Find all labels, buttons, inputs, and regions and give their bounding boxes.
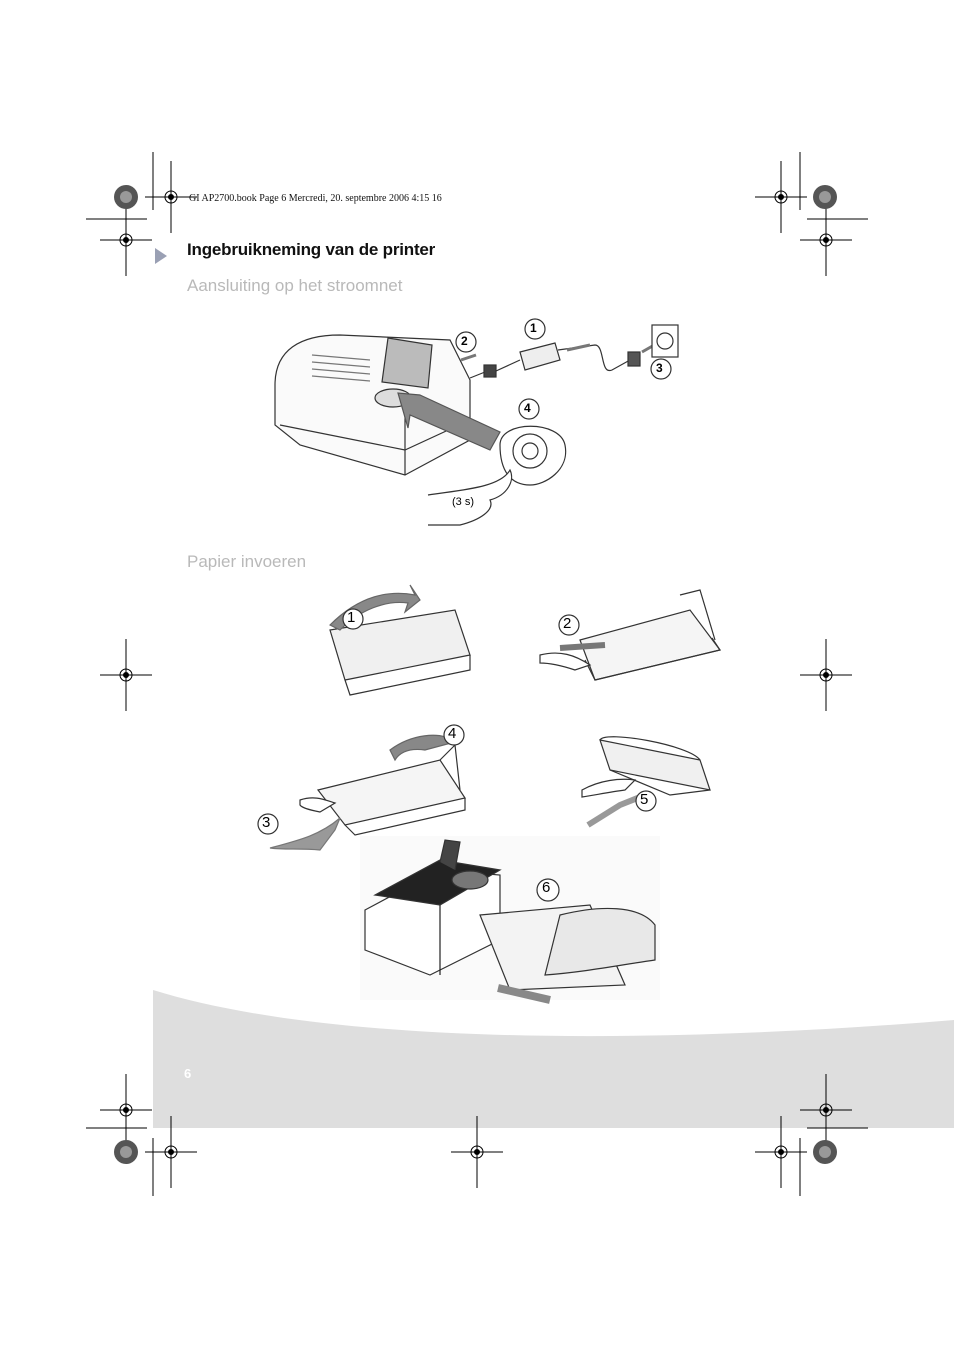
power-connection-figure: [274, 318, 679, 526]
registration-marks: [100, 161, 852, 1188]
page-number: 6: [184, 1066, 192, 1081]
power-step-1: 1: [530, 321, 537, 335]
paper-step-4: 4: [448, 725, 457, 742]
paper-step-2: 2: [563, 615, 572, 632]
power-step-2: 2: [461, 334, 468, 348]
paper-step-5: 5: [640, 791, 649, 808]
crop-marks: [86, 152, 868, 1196]
paper-step-6: 6: [542, 879, 551, 896]
footer-band: [153, 990, 954, 1128]
paper-step-3: 3: [262, 814, 271, 831]
section-arrow-icon: [155, 248, 167, 264]
paper-heading: Papier invoeren: [187, 552, 307, 571]
print-info-line: GI AP2700.book Page 6 Mercredi, 20. sept…: [189, 193, 442, 204]
press-duration-label: (3 s): [452, 496, 474, 508]
section-title: Ingebruikneming van de printer: [187, 240, 436, 259]
paper-step-1: 1: [347, 609, 356, 626]
power-step-3: 3: [656, 361, 663, 375]
power-step-4: 4: [524, 401, 531, 415]
color-wheel-marks: [114, 185, 837, 1164]
paper-loading-figure: [257, 584, 722, 1004]
power-heading: Aansluiting op het stroomnet: [187, 276, 403, 295]
